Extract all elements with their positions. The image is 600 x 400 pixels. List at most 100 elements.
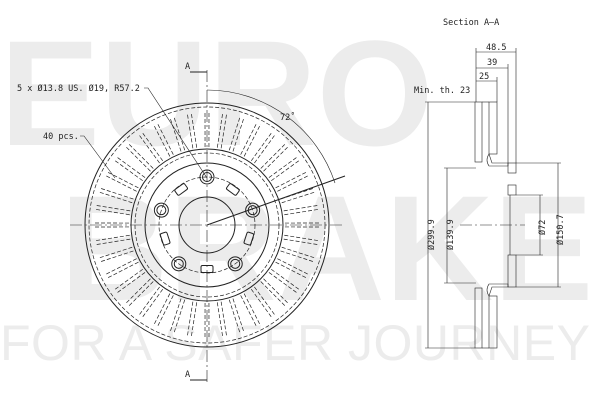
bolt-leader	[144, 87, 208, 179]
front-view: 72˚ A A 5 x Ø13.8 US. Ø19, R57.2 40 pcs.	[17, 62, 346, 385]
vent-line	[281, 191, 317, 204]
vent-line	[124, 278, 151, 305]
vent-line	[113, 268, 143, 291]
hub-face	[507, 254, 517, 288]
vent-line	[268, 156, 299, 178]
dim-total-width: 48.5	[486, 43, 506, 53]
bolt-holes	[153, 169, 261, 273]
vent-line	[254, 286, 276, 317]
section-mark-bottom: A	[185, 370, 190, 380]
vent-line	[97, 246, 133, 259]
cooling-vents	[93, 111, 321, 339]
vent-line	[228, 299, 241, 335]
vent-line	[169, 117, 182, 152]
vent-line	[284, 234, 320, 242]
watermark: EURO BRAKE FOR A SAFER JOURNEY	[0, 9, 593, 371]
hub-slot	[159, 231, 171, 246]
vent-line	[153, 293, 171, 326]
vent-line	[173, 299, 186, 335]
bolt-hole	[245, 202, 261, 218]
friction-face-outer-top	[488, 101, 498, 155]
vent-line	[94, 238, 131, 246]
angle-label: 72˚	[280, 112, 295, 123]
bolt-hole-label: 5 x Ø13.8 US. Ø19, R57.2	[17, 83, 140, 94]
vent-line	[283, 204, 320, 212]
vent-line	[277, 174, 310, 192]
dim-hub-diameter: Ø150.7	[555, 214, 566, 245]
vent-line	[243, 124, 261, 157]
section-view: Section A–A Min. th. 23 48.5 39 25 Ø299.…	[414, 18, 566, 349]
dim-hat-height: 39	[487, 58, 497, 68]
vent-line	[94, 204, 131, 212]
vent-line	[169, 298, 182, 333]
bolt-hole	[171, 256, 187, 272]
vent-line	[280, 250, 315, 263]
vent-line	[156, 122, 174, 155]
vent-line	[156, 295, 174, 328]
vent-line	[260, 142, 287, 169]
vent-line	[284, 208, 320, 216]
vent-line	[138, 286, 160, 317]
vent-line	[275, 171, 308, 189]
min-thickness-label: Min. th. 23	[414, 86, 470, 96]
vent-line	[216, 112, 224, 148]
bolt-hole	[227, 256, 243, 272]
vent-line	[250, 131, 273, 161]
dim-outer-diameter: Ø299.9	[426, 219, 437, 250]
vent-line	[232, 298, 245, 333]
vent-line	[106, 261, 139, 279]
bolt-hole	[153, 202, 169, 218]
vent-line	[106, 171, 139, 189]
dim-disc-thickness: 25	[479, 72, 489, 82]
angle-reference-line	[206, 175, 346, 226]
vent-line	[275, 261, 308, 279]
vent-leader	[80, 135, 116, 179]
vent-line	[94, 208, 130, 216]
hub-slot	[243, 231, 255, 246]
vent-line	[113, 159, 143, 182]
watermark-euro: EURO	[0, 9, 433, 177]
vent-line	[220, 301, 228, 338]
vent-line	[271, 159, 301, 182]
vent-line	[240, 122, 258, 155]
vent-line	[283, 238, 320, 246]
vent-line	[240, 295, 258, 328]
vent-line	[141, 289, 164, 319]
vent-line	[190, 112, 198, 148]
vent-line	[232, 117, 245, 152]
vent-line	[186, 112, 194, 149]
vent-line	[263, 278, 290, 305]
hub-slot	[174, 183, 188, 196]
vent-line	[254, 133, 276, 164]
vent-line	[115, 156, 146, 178]
bolt-hole	[230, 258, 241, 269]
dim-center-bore: Ø72	[537, 220, 548, 235]
angle-arc	[206, 89, 336, 184]
vent-line	[190, 302, 198, 338]
vent-count-label: 40 pcs.	[43, 132, 79, 142]
watermark-tagline: FOR A SAFER JOURNEY	[0, 315, 590, 371]
vent-line	[173, 115, 186, 151]
section-mark-top: A	[185, 62, 190, 72]
dim-hat-diameter: Ø139.9	[445, 219, 456, 250]
vent-line	[127, 142, 154, 169]
vent-line	[127, 281, 154, 308]
vent-line	[268, 272, 299, 294]
vent-line	[99, 250, 134, 263]
section-title: Section A–A	[443, 18, 499, 28]
hub-slot	[226, 183, 240, 196]
vent-line	[115, 272, 146, 294]
friction-face-outer-bottom	[488, 295, 498, 349]
vent-line	[216, 302, 224, 338]
vent-line	[228, 115, 241, 151]
vent-line	[124, 145, 151, 172]
friction-face-inner-top	[474, 101, 483, 163]
vent-line	[104, 258, 137, 276]
bolt-hole	[156, 205, 167, 216]
vent-line	[104, 174, 137, 192]
vent-line	[97, 191, 133, 204]
vent-line	[263, 145, 290, 172]
vent-line	[277, 258, 310, 276]
vent-line	[250, 289, 273, 319]
